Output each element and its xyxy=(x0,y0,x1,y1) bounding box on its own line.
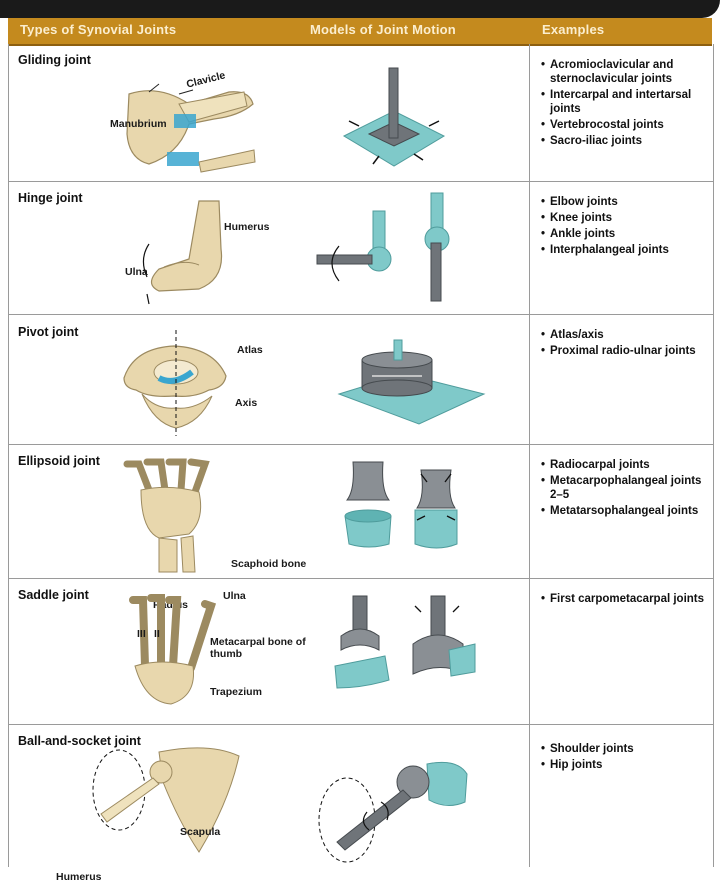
joint-title: Ball-and-socket joint xyxy=(18,734,141,748)
label-metacarpal-thumb: Metacarpal bone of thumb xyxy=(210,636,306,660)
example-item: Vertebrocostal joints xyxy=(541,118,709,132)
row-pivot: Pivot joint Atlas Axis Atlas/axis Proxim… xyxy=(9,314,713,445)
example-item: Elbow joints xyxy=(541,195,709,209)
header-examples: Examples xyxy=(542,22,605,37)
example-item: Hip joints xyxy=(541,758,709,772)
example-item: Metatarsophalangeal joints xyxy=(541,504,709,518)
table-header: Types of Synovial Joints Models of Joint… xyxy=(8,18,712,46)
row-hinge: Hinge joint Humerus Ulna Elbow joints Kn… xyxy=(9,181,713,315)
column-divider xyxy=(529,44,530,867)
joint-title: Hinge joint xyxy=(18,191,83,205)
joints-table: Gliding joint Clavicle Manubrium Acromio… xyxy=(8,44,714,883)
saddle-model xyxy=(334,595,476,689)
ball-socket-model xyxy=(318,761,468,863)
joint-title: Gliding joint xyxy=(18,53,91,67)
example-item: Intercarpal and intertarsal joints xyxy=(541,88,709,116)
ellipsoid-model xyxy=(344,461,458,549)
example-item: Shoulder joints xyxy=(541,742,709,756)
label-iii: III xyxy=(137,628,146,640)
examples-list: Elbow joints Knee joints Ankle joints In… xyxy=(541,195,709,259)
example-item: Radiocarpal joints xyxy=(541,458,709,472)
examples-list: Radiocarpal joints Metacarpophalangeal j… xyxy=(541,458,709,520)
label-manubrium: Manubrium xyxy=(110,118,167,130)
row-gliding: Gliding joint Clavicle Manubrium Acromio… xyxy=(9,44,713,182)
examples-list: Shoulder joints Hip joints xyxy=(541,742,709,774)
gliding-anatomy-illustration xyxy=(126,83,256,173)
gliding-model xyxy=(342,67,446,167)
example-item: Interphalangeal joints xyxy=(541,243,709,257)
example-item: Proximal radio-ulnar joints xyxy=(541,344,709,358)
ellipsoid-anatomy-illustration xyxy=(123,458,210,573)
label-axis: Axis xyxy=(235,397,258,409)
example-item: First carpometacarpal joints xyxy=(541,592,709,606)
label-ulna: Ulna xyxy=(125,266,148,278)
label-scaphoid: Scaphoid bone xyxy=(231,558,307,570)
pivot-anatomy-illustration xyxy=(123,330,227,436)
joint-title: Ellipsoid joint xyxy=(18,454,100,468)
label-humerus-ball: Humerus xyxy=(56,871,102,883)
hinge-model xyxy=(316,192,450,302)
example-item: Ankle joints xyxy=(541,227,709,241)
example-item: Knee joints xyxy=(541,211,709,225)
example-item: Acromioclavicular and sternoclavicular j… xyxy=(541,58,709,86)
joint-title: Pivot joint xyxy=(18,325,79,339)
pivot-model xyxy=(337,339,486,425)
joint-title: Saddle joint xyxy=(18,588,89,602)
hinge-anatomy-illustration xyxy=(142,200,223,305)
label-ii: II xyxy=(154,628,160,640)
header-types: Types of Synovial Joints xyxy=(20,22,177,37)
top-dark-bar xyxy=(0,0,720,18)
label-trapezium: Trapezium xyxy=(210,686,262,698)
row-ball-and-socket: Ball-and-socket joint Scapula Humerus Sh… xyxy=(9,724,713,883)
examples-list: First carpometacarpal joints xyxy=(541,592,709,608)
row-ellipsoid: Ellipsoid joint Scaphoid bone Ulna Radiu… xyxy=(9,444,713,611)
saddle-anatomy-illustration xyxy=(129,594,217,705)
ball-socket-anatomy-illustration xyxy=(92,747,240,853)
label-scapula: Scapula xyxy=(180,826,221,838)
examples-list: Acromioclavicular and sternoclavicular j… xyxy=(541,58,709,150)
example-item: Atlas/axis xyxy=(541,328,709,342)
row-saddle: Saddle joint III II Metacarpal bone of t… xyxy=(9,578,713,725)
examples-list: Atlas/axis Proximal radio-ulnar joints xyxy=(541,328,709,360)
header-models: Models of Joint Motion xyxy=(310,22,456,37)
label-humerus: Humerus xyxy=(224,221,270,233)
example-item: Sacro-iliac joints xyxy=(541,134,709,148)
example-item: Metacarpophalangeal joints 2–5 xyxy=(541,474,709,502)
label-atlas: Atlas xyxy=(237,344,263,356)
label-ulna-ellipsoid: Ulna xyxy=(223,590,246,602)
